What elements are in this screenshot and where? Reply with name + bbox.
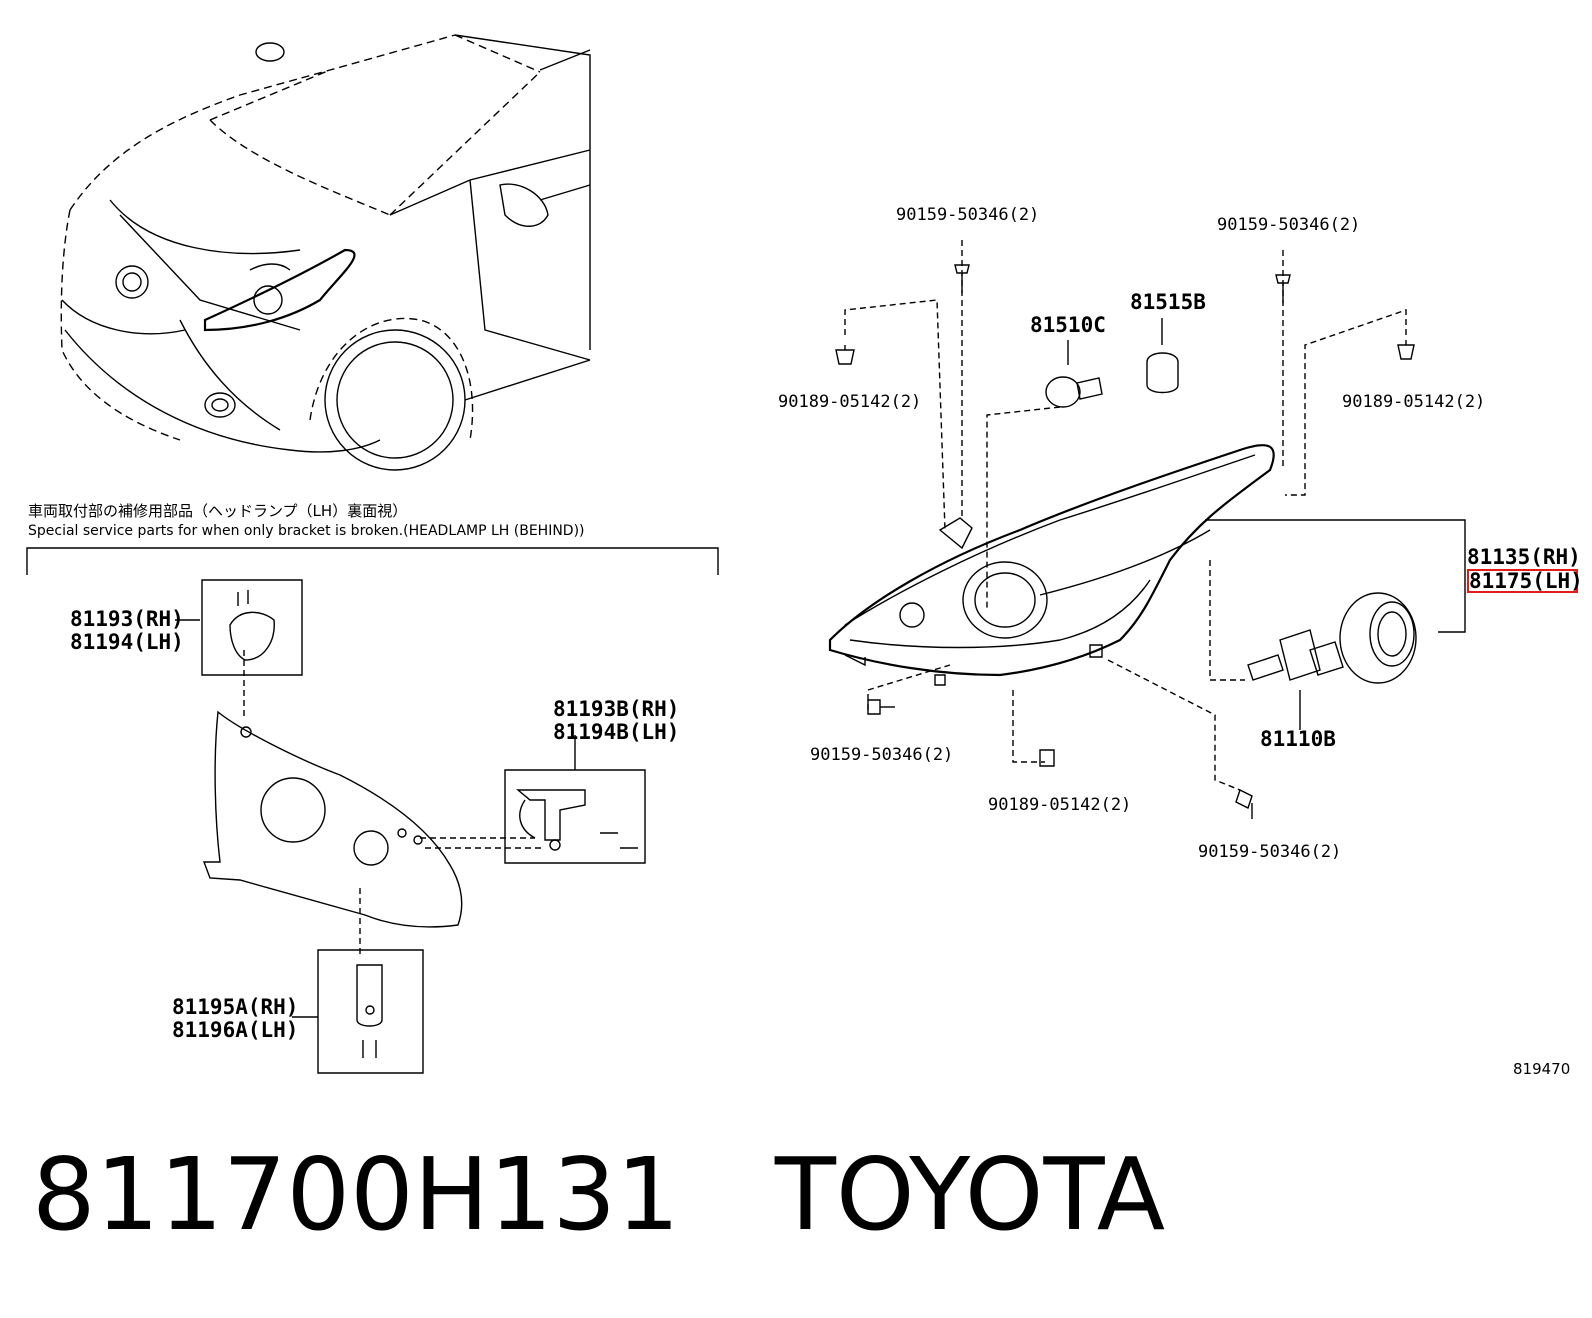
callout-81194b-lh: 81194B(LH) <box>553 720 680 744</box>
bulb-81110b <box>1210 560 1343 730</box>
service-parts-frame <box>27 548 718 575</box>
car-front-illustration <box>61 35 590 470</box>
highlight-box <box>1467 569 1578 593</box>
service-note-jp: 車両取付部の補修用部品（ヘッドランプ（LH）裏面視） <box>28 502 408 520</box>
bracket-81195a-box <box>292 950 423 1073</box>
callout-81175-lh: 81175(LH) <box>1469 569 1583 593</box>
socket-81515b <box>1147 318 1178 393</box>
callout-81193b-rh: 81193B(RH) <box>553 697 680 721</box>
fastener-leaders <box>845 240 1406 790</box>
fasteners <box>836 265 1414 819</box>
dust-cap <box>1340 593 1416 683</box>
bracket-81193-box <box>175 580 302 720</box>
callout-81510c: 81510C <box>1030 313 1106 337</box>
service-note-en: Special service parts for when only brac… <box>28 523 585 539</box>
callout-81194-lh: 81194(LH) <box>70 630 184 654</box>
callout-bolt-top-left: 90159-50346(2) <box>896 205 1040 225</box>
part-number: 811700H131 <box>32 1136 680 1253</box>
callout-81193-rh: 81193(RH) <box>70 607 184 631</box>
headlamp-assembly <box>830 445 1465 685</box>
callout-clip-left: 90189-05142(2) <box>778 392 922 412</box>
callout-clip-bottom: 90189-05142(2) <box>988 795 1132 815</box>
bracket-81193b-box <box>505 735 645 863</box>
headlamp-back-cover <box>204 712 545 955</box>
bulb-81510c <box>987 340 1102 610</box>
callout-clip-right: 90189-05142(2) <box>1342 392 1486 412</box>
callout-81195a-rh: 81195A(RH) <box>172 995 299 1019</box>
brand-name: TOYOTA <box>774 1136 1166 1253</box>
callout-81515b: 81515B <box>1130 290 1206 314</box>
callout-81110b: 81110B <box>1260 727 1336 751</box>
figure-number: 819470 <box>1513 1060 1571 1078</box>
callout-bolt-bottom-left: 90159-50346(2) <box>810 745 954 765</box>
callout-81135-rh: 81135(RH) <box>1467 545 1581 569</box>
callout-81196a-lh: 81196A(LH) <box>172 1018 299 1042</box>
callout-bolt-top-right: 90159-50346(2) <box>1217 215 1361 235</box>
callout-bolt-bottom-right: 90159-50346(2) <box>1198 842 1342 862</box>
